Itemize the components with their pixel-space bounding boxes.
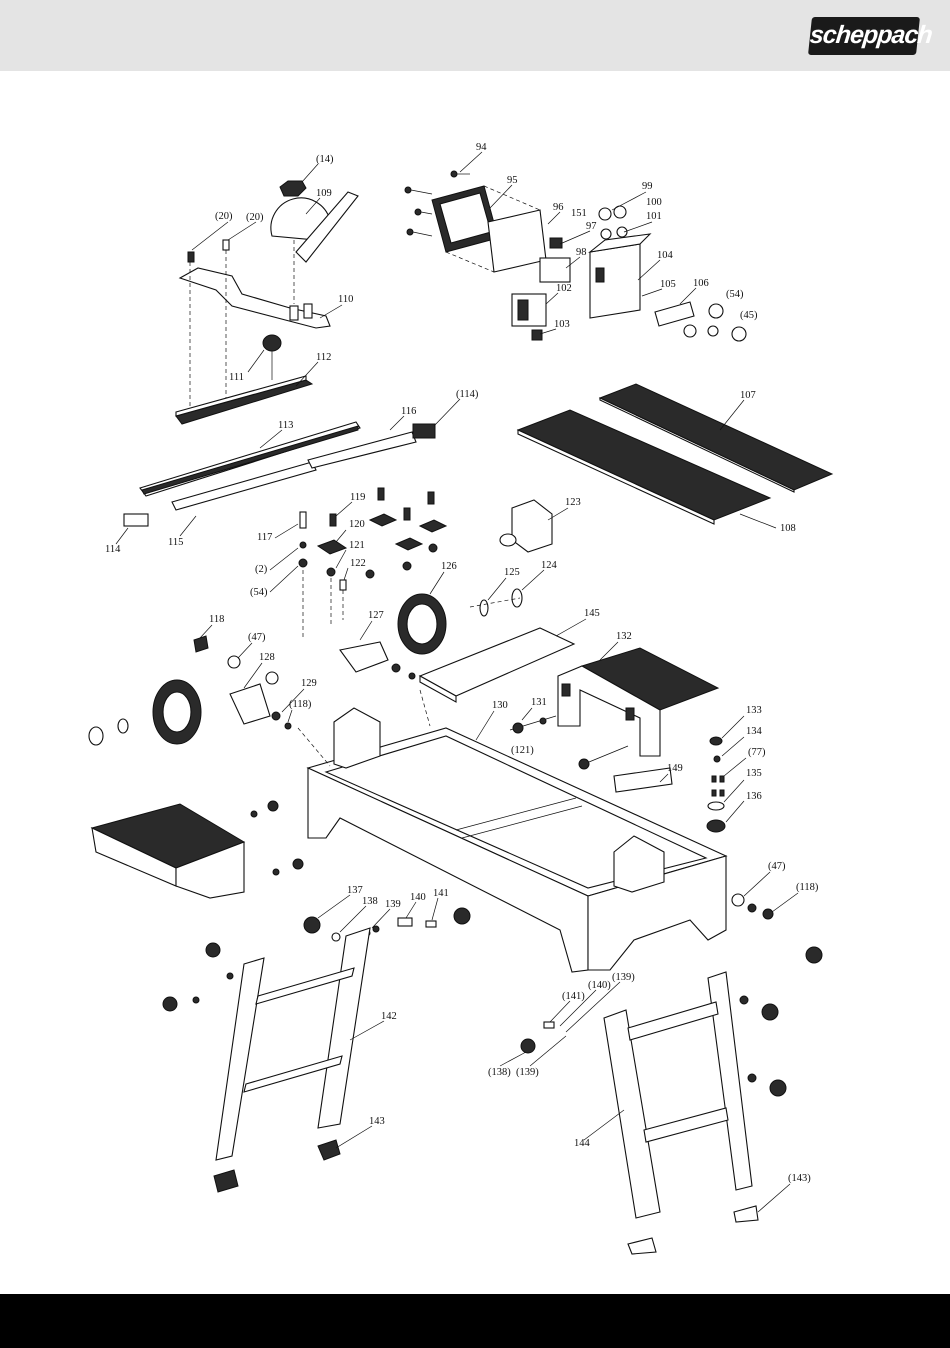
- part-label-14: (14): [316, 154, 334, 165]
- part-label-47b: (47): [768, 861, 786, 872]
- part-label-97: 97: [586, 221, 597, 232]
- part-label-144: 144: [574, 1138, 591, 1149]
- part-label-151: 151: [571, 208, 587, 219]
- part-label-106: 106: [693, 278, 709, 289]
- right-leg: [520, 946, 823, 1255]
- carriage-group: [418, 627, 720, 793]
- right-fasteners: [706, 736, 774, 920]
- part-label-102: 102: [556, 283, 572, 294]
- page-header: scheppach: [0, 0, 950, 71]
- main-frame: [297, 689, 728, 973]
- part-label-137: 137: [347, 885, 363, 896]
- part-label-107: 107: [740, 390, 756, 401]
- part-label-141b: (141): [562, 991, 585, 1002]
- part-label-122: 122: [350, 558, 366, 569]
- part-label-149: 149: [667, 763, 683, 774]
- part-label-139b: (139): [612, 972, 635, 983]
- part-label-130: 130: [492, 700, 508, 711]
- part-label-135: 135: [746, 768, 762, 779]
- part-label-142: 142: [381, 1011, 397, 1022]
- part-label-120: 120: [349, 519, 365, 530]
- part-label-112: 112: [316, 352, 331, 363]
- part-label-136: 136: [746, 791, 762, 802]
- part-label-121b: (121): [511, 745, 534, 756]
- part-label-121: 121: [349, 540, 365, 551]
- part-label-108: 108: [780, 523, 796, 534]
- part-label-20a: (20): [215, 211, 233, 222]
- part-label-77: (77): [748, 747, 766, 758]
- part-label-139c: (139): [516, 1067, 539, 1078]
- part-label-113: 113: [278, 420, 293, 431]
- part-label-143b: (143): [788, 1173, 811, 1184]
- part-label-145: 145: [584, 608, 600, 619]
- part-label-124: 124: [541, 560, 558, 571]
- part-label-123: 123: [565, 497, 581, 508]
- part-label-101: 101: [646, 211, 662, 222]
- part-label-111: 111: [229, 372, 244, 383]
- page-footer-bar: [0, 1294, 950, 1348]
- part-label-109: 109: [316, 188, 332, 199]
- left-side-tray: [90, 800, 304, 899]
- part-label-126: 126: [441, 561, 457, 572]
- part-label-99: 99: [642, 181, 653, 192]
- part-label-103: 103: [554, 319, 570, 330]
- fence-miter-group: [175, 180, 359, 425]
- part-label-140b: (140): [588, 980, 611, 991]
- part-label-2: (2): [255, 564, 268, 575]
- part-label-95: 95: [507, 175, 518, 186]
- motor-housing-group: [404, 170, 747, 342]
- part-label-20b: (20): [246, 212, 264, 223]
- part-label-115: 115: [168, 537, 183, 548]
- part-label-104: 104: [657, 250, 674, 261]
- part-label-54: (54): [726, 289, 744, 300]
- part-label-114: 114: [105, 544, 121, 555]
- part-label-110: 110: [338, 294, 353, 305]
- part-label-127: 127: [368, 610, 384, 621]
- leg-hardware: [303, 907, 471, 942]
- part-label-133: 133: [746, 705, 762, 716]
- part-label-94: 94: [476, 142, 487, 153]
- part-label-118: 118: [209, 614, 224, 625]
- part-label-119: 119: [350, 492, 365, 503]
- part-label-138b: (138): [488, 1067, 511, 1078]
- part-label-131: 131: [531, 697, 547, 708]
- part-label-141: 141: [433, 888, 449, 899]
- part-label-98: 98: [576, 247, 587, 258]
- part-label-117: 117: [257, 532, 272, 543]
- part-label-105: 105: [660, 279, 676, 290]
- part-label-140: 140: [410, 892, 426, 903]
- part-label-100: 100: [646, 197, 662, 208]
- part-label-47: (47): [248, 632, 266, 643]
- part-label-45: (45): [740, 310, 758, 321]
- part-label-132: 132: [616, 631, 632, 642]
- part-label-139: 139: [385, 899, 401, 910]
- part-label-128: 128: [259, 652, 275, 663]
- part-label-118b: (118): [289, 699, 312, 710]
- rails-group: [123, 421, 436, 527]
- extension-plates: [516, 383, 834, 525]
- part-label-125: 125: [504, 567, 520, 578]
- fastener-group: [298, 487, 448, 640]
- part-label-118c: (118): [796, 882, 819, 893]
- part-label-54b: (54): [250, 587, 268, 598]
- part-number-labels: 94 95 96 151 97 98 99 100 101 104 102 10…: [105, 142, 819, 1184]
- wheel-group: [88, 499, 553, 746]
- part-label-116: 116: [401, 406, 416, 417]
- left-leg: [162, 927, 371, 1193]
- part-label-129: 129: [301, 678, 317, 689]
- part-label-143: 143: [369, 1116, 385, 1127]
- part-label-96: 96: [553, 202, 564, 213]
- part-label-138: 138: [362, 896, 378, 907]
- part-label-114a: (114): [456, 389, 479, 400]
- leader-lines: [115, 151, 799, 1213]
- part-label-134: 134: [746, 726, 763, 737]
